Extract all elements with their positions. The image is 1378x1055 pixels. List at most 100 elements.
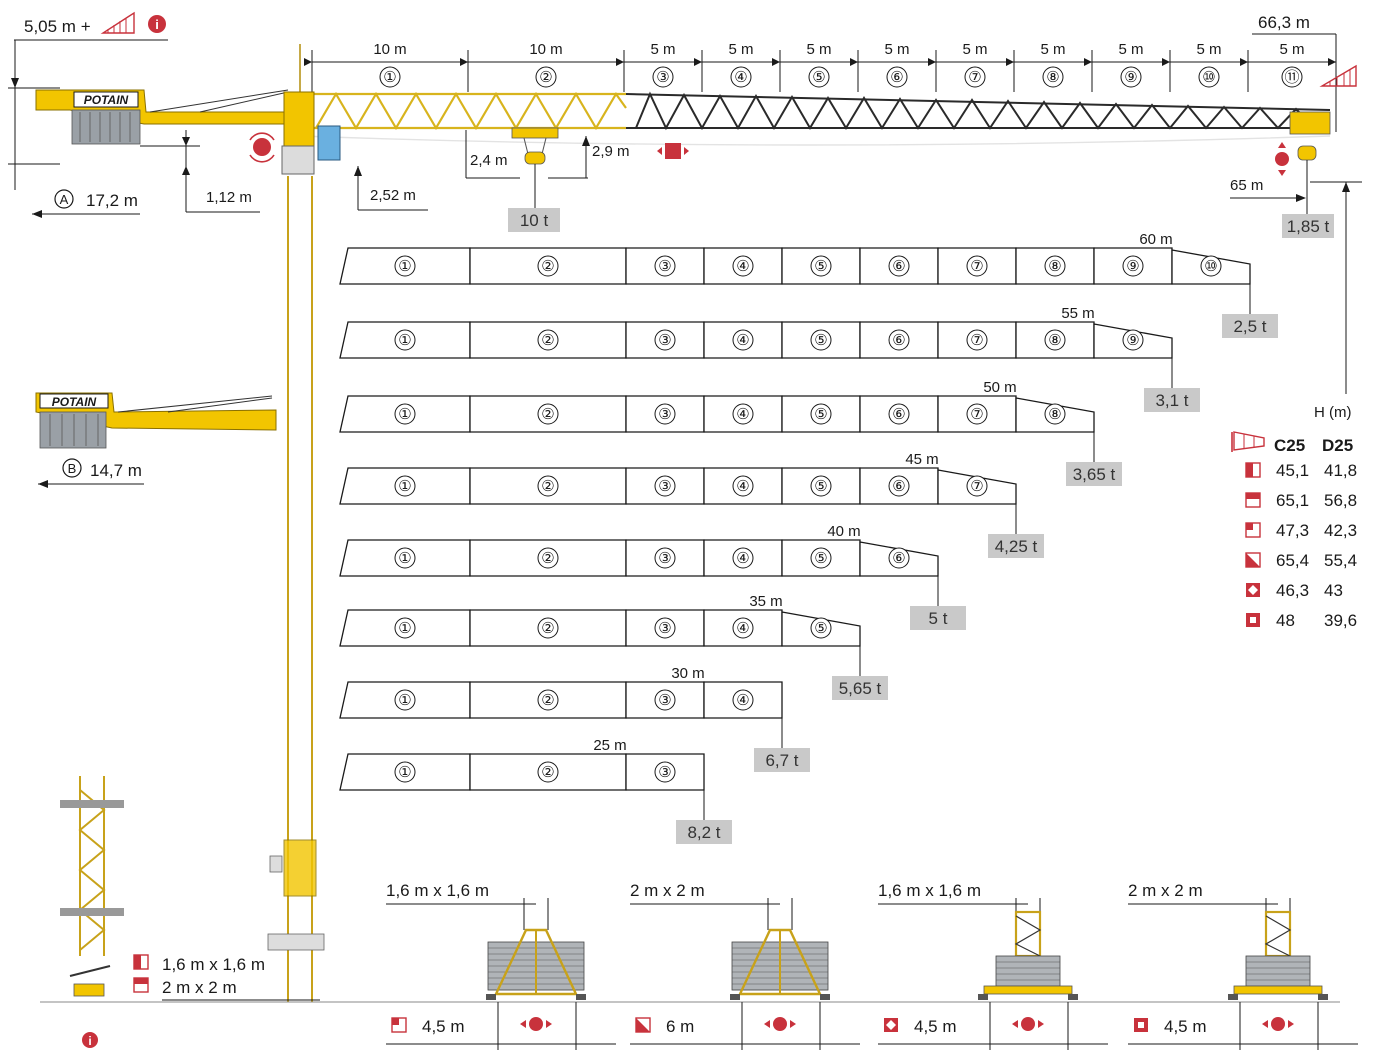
jib-segment-number: ⑦ (968, 69, 981, 86)
segment-marker (537, 475, 559, 497)
segment-number: ⑤ (814, 620, 827, 637)
segment-number: ④ (736, 332, 749, 349)
segment-marker (810, 255, 832, 277)
jib-segment-length: 5 m (962, 41, 987, 58)
height-d25: 55,4 (1324, 551, 1357, 570)
segment-marker (654, 617, 676, 639)
segment-number: ③ (658, 764, 671, 781)
segment-marker (394, 761, 416, 783)
dim-1-12: 1,12 m (206, 189, 252, 206)
height-row: 48 39,6 (1246, 611, 1357, 630)
mast-section-legend: 1,6 m x 1,6 m 2 m x 2 m (133, 954, 320, 1001)
segment-marker (394, 255, 416, 277)
segment-marker (1044, 255, 1066, 277)
segment-number: ⑦ (970, 478, 983, 495)
segment-number: ⑤ (814, 550, 827, 567)
base-distance: 4,5 m (1164, 1017, 1207, 1036)
reach-65-label: 65 m (1230, 177, 1263, 194)
col-c25: C25 (1274, 436, 1305, 455)
dim-a-letter: A (60, 192, 69, 207)
height-c25: 45,1 (1276, 461, 1309, 480)
config-reach-label: 25 m (593, 737, 626, 754)
segment-number: ③ (658, 332, 671, 349)
segment-marker (537, 329, 559, 351)
segment-number: ② (541, 332, 554, 349)
segment-marker (394, 475, 416, 497)
height-row: 45,1 41,8 (1245, 461, 1357, 480)
segment-number: ⑥ (892, 478, 905, 495)
segment-number: ① (398, 478, 411, 495)
max-load-label: 10 t (520, 211, 549, 230)
config-load-box (1222, 314, 1278, 338)
jib-segment-length: 5 m (1196, 41, 1221, 58)
tip-dims: 65 m 1,85 t (1230, 142, 1362, 394)
dim-a-marker (54, 189, 74, 209)
segment-number: ⑤ (814, 258, 827, 275)
jib-segment: 10 m② (529, 41, 563, 88)
segment-number: ⑥ (892, 406, 905, 423)
wind-icon (1231, 431, 1265, 452)
height-c25: 48 (1276, 611, 1295, 630)
hook-dims: 2,4 m 2,9 m 10 t (465, 130, 689, 232)
segment-marker (1044, 403, 1066, 425)
height-d25: 56,8 (1324, 491, 1357, 510)
travel-icon (520, 1017, 552, 1031)
config-load-label: 6,7 t (765, 751, 798, 770)
jib-segment-length: 5 m (806, 41, 831, 58)
col-d25: D25 (1322, 436, 1353, 455)
config-reach-label: 45 m (905, 451, 938, 468)
info-icon[interactable] (82, 1032, 98, 1048)
height-d25: 39,6 (1324, 611, 1357, 630)
base-type: 2 m x 2 m 6 m (630, 881, 860, 1050)
base-types: 1,6 m x 1,6 m4,5 m2 m x 2 m6 m1,6 m x 1,… (386, 881, 1358, 1050)
segment-number: ④ (736, 692, 749, 709)
jib-segment-marker (652, 66, 674, 88)
segment-number: ① (398, 406, 411, 423)
jib-segment-length: 5 m (884, 41, 909, 58)
base-section-title: 1,6 m x 1,6 m (878, 881, 981, 900)
config-load-box (1144, 388, 1200, 412)
segment-number: ⑧ (1048, 332, 1061, 349)
info-icon[interactable] (148, 15, 166, 33)
segment-marker (537, 403, 559, 425)
jib-segment-marker (1281, 66, 1303, 88)
base-type-icon (1245, 462, 1261, 478)
segment-number: ⑨ (1126, 258, 1139, 275)
base-section-title: 2 m x 2 m (630, 881, 705, 900)
segment-number: ② (541, 692, 554, 709)
jib-segment: 5 m④ (728, 41, 754, 88)
segment-marker (654, 403, 676, 425)
tip-height-dim: 66,3 m (1252, 13, 1357, 132)
jib-segment-marker (808, 66, 830, 88)
base-distance: 6 m (666, 1017, 694, 1036)
dim-2-4: 2,4 m (470, 152, 508, 169)
config-reach-label: 60 m (1139, 231, 1172, 248)
jib-segment-number: ① (383, 69, 396, 86)
jib-segment: 5 m⑥ (884, 41, 910, 88)
segment-number: ⑥ (892, 550, 905, 567)
segment-number: ⑤ (814, 478, 827, 495)
dim-a-value: 17,2 m (86, 191, 138, 210)
base-type: 1,6 m x 1,6 m4,5 m (386, 881, 616, 1050)
jib-segment-length: 5 m (1118, 41, 1143, 58)
segment-marker (654, 547, 676, 569)
operator-cab (317, 125, 341, 161)
segment-number: ① (398, 550, 411, 567)
base-type-icon (884, 1018, 898, 1032)
jib-segment-marker (535, 66, 557, 88)
segment-number: ③ (658, 692, 671, 709)
segment-marker (537, 617, 559, 639)
segment-number: ⑦ (970, 258, 983, 275)
base-type: 2 m x 2 m4,5 m (1128, 881, 1358, 1050)
dim-2-9: 2,9 m (592, 143, 630, 160)
jib-segment-number: ⑧ (1046, 69, 1059, 86)
height-d25: 41,8 (1324, 461, 1357, 480)
travel-icon (1262, 1017, 1294, 1031)
jib-segment-length: 5 m (650, 41, 675, 58)
jib-segment: 5 m③ (650, 41, 676, 88)
segment-number: ② (541, 478, 554, 495)
segment-number: ③ (658, 258, 671, 275)
tip-load-label: 1,85 t (1287, 217, 1330, 236)
